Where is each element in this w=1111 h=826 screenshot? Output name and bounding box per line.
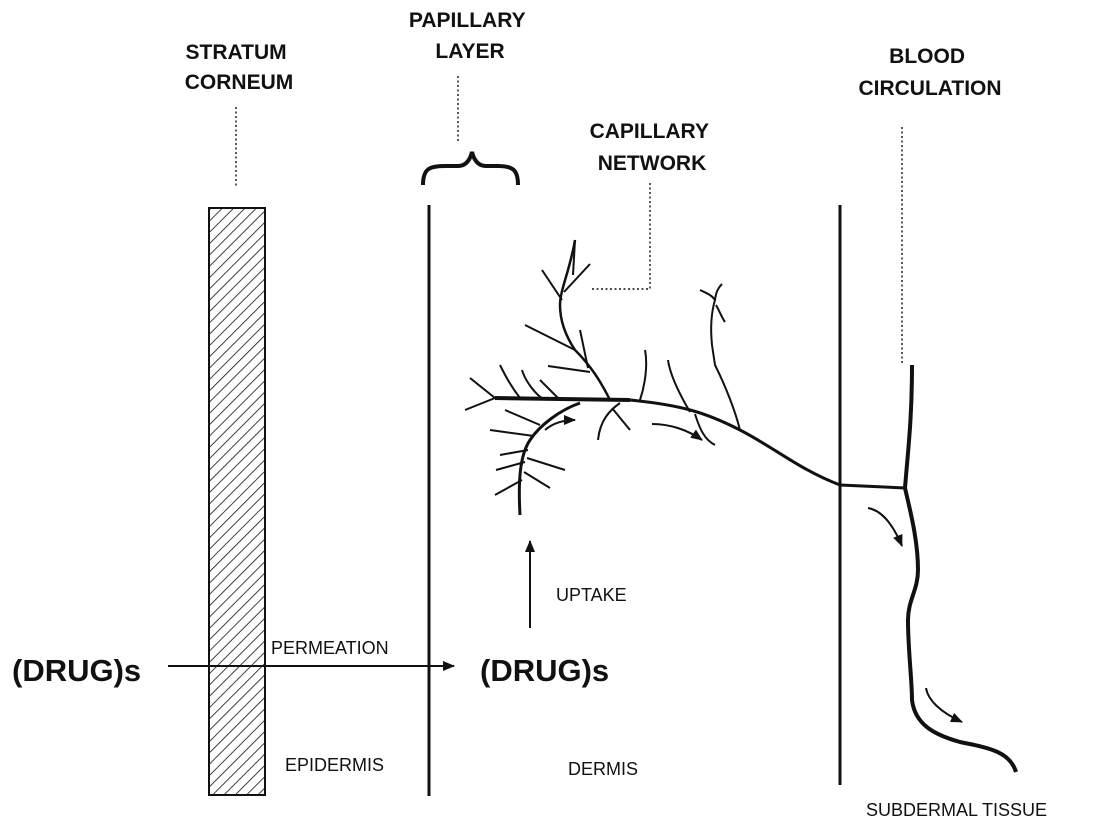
papillary-layer-label: PAPILLARY LAYER [409,9,531,63]
dermis-label: DERMIS [568,759,638,779]
blood-circulation-label: BLOOD CIRCULATION [858,45,1001,100]
subdermal-tissue-label: SUBDERMAL TISSUE [866,800,1047,820]
papillary-brace [423,152,518,185]
stratum-corneum-label: STRATUM CORNEUM [185,41,294,94]
epidermis-label: EPIDERMIS [285,755,384,775]
stratum-corneum-block [209,208,265,795]
permeation-label: PERMEATION [271,638,389,658]
blood-vessel [905,365,1016,772]
drug-dermis-label: (DRUG)s [480,653,609,688]
drug-source-label: (DRUG)s [12,653,141,688]
uptake-label: UPTAKE [556,585,627,605]
capillary-network-label: CAPILLARY NETWORK [590,120,715,175]
capillary-network-leader [590,183,650,289]
